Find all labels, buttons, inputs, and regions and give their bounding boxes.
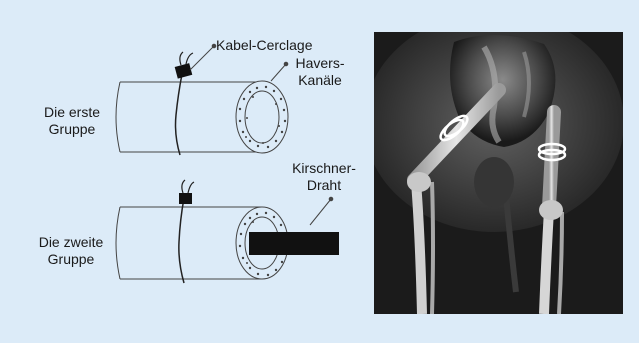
label-kirschner-wire: Kirschner- Draht <box>284 160 364 194</box>
label-group2-line1: Die zweite <box>26 234 116 251</box>
label-kirschner-line1: Kirschner- <box>284 160 364 177</box>
label-group2: Die zweite Gruppe <box>26 234 116 268</box>
label-havers-line2: Kanäle <box>290 72 350 89</box>
kirschner-wire-rod <box>249 232 339 255</box>
label-havers-line1: Havers- <box>290 55 350 72</box>
label-cable-cerclage: Kabel-Cerclage <box>216 37 313 54</box>
label-group2-line2: Gruppe <box>26 251 116 268</box>
fracture-line-group1 <box>176 74 183 155</box>
label-havers-canals: Havers- Kanäle <box>290 55 350 89</box>
label-kirschner-line2: Draht <box>284 177 364 194</box>
cable-cerclage-clip-group1 <box>175 52 193 79</box>
label-group1: Die erste Gruppe <box>32 104 112 138</box>
label-group1-line2: Gruppe <box>32 121 112 138</box>
fracture-line-group2 <box>179 198 184 283</box>
bone-cylinder-group1 <box>116 81 288 153</box>
xray-image <box>374 32 623 314</box>
label-group1-line1: Die erste <box>32 104 112 121</box>
xray-illustration <box>374 32 623 314</box>
cable-cerclage-clip-group2 <box>179 180 194 204</box>
